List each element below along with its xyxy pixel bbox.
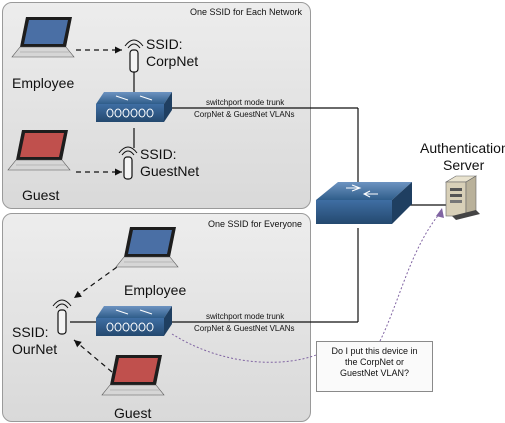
question-curve-left xyxy=(171,333,317,363)
wireless-arrows xyxy=(73,46,125,373)
top-panel-title: One SSID for Each Network xyxy=(190,7,303,17)
question-curves xyxy=(171,212,441,363)
question-note-line1: Do I put this device in xyxy=(331,346,418,356)
ssid-corpnet-line1: SSID: xyxy=(146,36,183,52)
switch-icon-bottom xyxy=(96,306,172,336)
laptop-icon-guest-top xyxy=(7,130,71,171)
laptop-icon-employee-bottom xyxy=(115,227,179,268)
laptop-icon-employee-top xyxy=(11,17,75,58)
access-point-icon-corpnet xyxy=(124,39,144,73)
ssid-ournet-line1: SSID: xyxy=(12,324,49,340)
question-note: Do I put this device in the CorpNet or G… xyxy=(316,341,433,392)
ournet-to-employee-arrow xyxy=(73,261,125,299)
access-point-icon-guestnet xyxy=(118,146,138,180)
server-label-line1: Authentication xyxy=(420,140,505,156)
laptop-icon-guest-bottom xyxy=(101,355,165,396)
ournet-to-guest-arrow xyxy=(73,339,113,373)
ssid-guestnet-line1: SSID: xyxy=(140,146,177,162)
top-employee-label: Employee xyxy=(12,75,75,91)
bottom-trunk-label-line1: switchport mode trunk xyxy=(206,312,285,321)
bottom-trunk-label-line2: CorpNet & GuestNet VLANs xyxy=(194,324,295,333)
question-note-line3: GuestNet VLAN? xyxy=(339,368,410,378)
top-trunk-label-line1: switchport mode trunk xyxy=(206,98,285,107)
bottom-employee-label: Employee xyxy=(124,282,187,298)
switch-icon-top xyxy=(96,92,172,122)
trunk-links xyxy=(70,71,446,323)
top-guest-label: Guest xyxy=(22,187,60,203)
question-note-line2: the CorpNet or xyxy=(344,357,405,367)
server-icon xyxy=(444,175,480,220)
bottom-guest-label: Guest xyxy=(114,405,152,421)
server-label-line2: Server xyxy=(443,157,485,173)
core-switch-icon xyxy=(316,182,412,224)
access-point-icon-ournet xyxy=(52,299,72,335)
ssid-ournet-line2: OurNet xyxy=(12,341,58,357)
ssid-guestnet-line2: GuestNet xyxy=(140,163,200,179)
ssid-corpnet-line2: CorpNet xyxy=(146,53,199,69)
question-arrowhead xyxy=(436,208,444,218)
bottom-panel-title: One SSID for Everyone xyxy=(208,219,303,229)
top-trunk-label-line2: CorpNet & GuestNet VLANs xyxy=(194,110,295,119)
question-curve-right xyxy=(379,212,441,342)
